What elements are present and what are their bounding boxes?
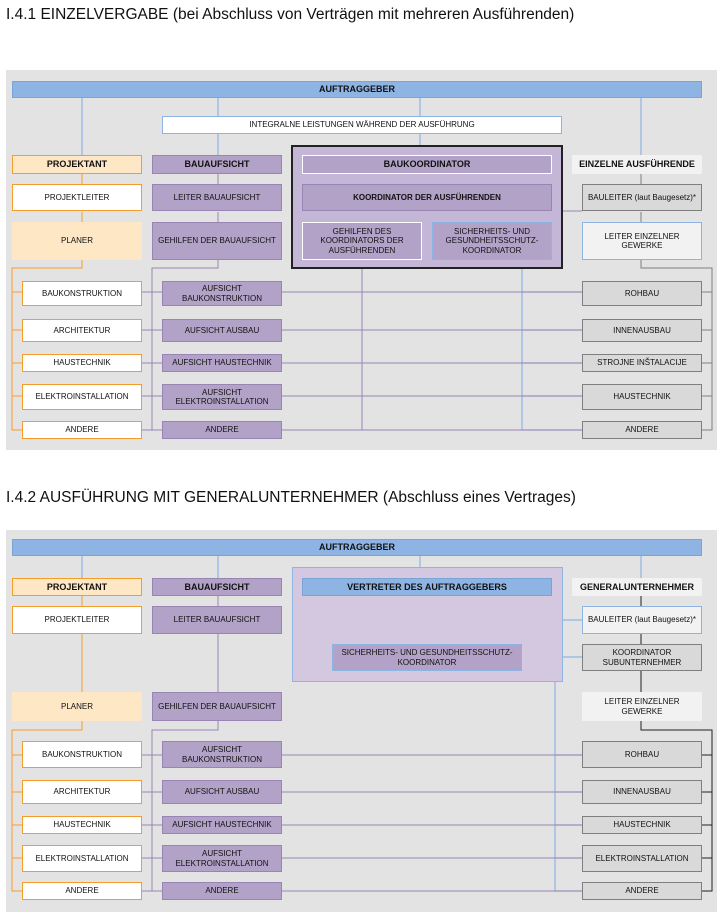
leiter-bauaufsicht-box-2: LEITER BAUAUFSICHT (152, 606, 282, 634)
gu-item-haustechnik: HAUSTECHNIK (582, 816, 702, 834)
gehilfen-koordinator-box: GEHILFEN DES KOORDINATORS DER AUSFÜHREND… (302, 222, 422, 260)
gehilfen-bauaufsicht-box: GEHILFEN DER BAUAUFSICHT (152, 222, 282, 260)
projektant-item-elektroinstallation: ELEKTROINSTALLATION (22, 384, 142, 410)
section2-heading: I.4.2 AUSFÜHRUNG MIT GENERALUNTERNEHMER … (6, 489, 576, 506)
sicherheit-koordinator-box-2: SICHERHEITS- UND GESUNDHEITSSCHUTZ-KOORD… (332, 644, 522, 671)
baukoordinator-header: BAUKOORDINATOR (302, 155, 552, 174)
sicherheit-koordinator-box: SICHERHEITS- UND GESUNDHEITSSCHUTZ-KOORD… (432, 222, 552, 260)
vertreter-header: VERTRETER DES AUFTRAGGEBERS (302, 578, 552, 596)
bauaufsicht-header-2: BAUAUFSICHT (152, 578, 282, 596)
projektant-header: PROJEKTANT (12, 155, 142, 174)
bauaufsicht-header: BAUAUFSICHT (152, 155, 282, 174)
leiter-gewerke-box: LEITER EINZELNER GEWERKE (582, 222, 702, 260)
planer-box-2: PLANER (12, 692, 142, 721)
ausfuehrende-item-andere: ANDERE (582, 421, 702, 439)
koordinator-ausfuehrende-box: KOORDINATOR DER AUSFÜHRENDEN (302, 184, 552, 211)
generalunternehmer-header: GENERALUNTERNEHMER (572, 578, 702, 596)
bauaufsicht-item-baukonstruktion: AUFSICHT BAUKONSTRUKTION (162, 281, 282, 306)
bauaufsicht-item-elektroinstallation: AUFSICHT ELEKTROINSTALLATION (162, 384, 282, 410)
gu-item-elektroinstallation: ELEKTROINSTALLATION (582, 845, 702, 872)
leiter-gewerke-box-2: LEITER EINZELNER GEWERKE (582, 692, 702, 721)
projektant-item-architektur-2: ARCHITEKTUR (22, 780, 142, 804)
ausfuehrende-item-strojne: STROJNE INŠTALACIJE (582, 354, 702, 372)
gu-item-innenausbau: INNENAUSBAU (582, 780, 702, 804)
integral-services-box: INTEGRALNE LEISTUNGEN WÄHREND DER AUSFÜH… (162, 116, 562, 134)
bauaufsicht-item-haustechnik-2: AUFSICHT HAUSTECHNIK (162, 816, 282, 834)
projektant-header-2: PROJEKTANT (12, 578, 142, 596)
bauaufsicht-item-andere: ANDERE (162, 421, 282, 439)
bauleiter-box-2: BAULEITER (laut Baugesetz)* (582, 606, 702, 634)
client-bar: AUFTRAGGEBER (12, 81, 702, 98)
gu-item-rohbau: ROHBAU (582, 741, 702, 768)
client-bar-2: AUFTRAGGEBER (12, 539, 702, 556)
projektant-item-andere-2: ANDERE (22, 882, 142, 900)
projektant-item-haustechnik-2: HAUSTECHNIK (22, 816, 142, 834)
projektleiter-box-2: PROJEKTLEITER (12, 606, 142, 634)
ausfuehrende-header: EINZELNE AUSFÜHRENDE (572, 155, 702, 174)
ausfuehrende-item-innenausbau: INNENAUSBAU (582, 319, 702, 342)
ausfuehrende-item-rohbau: ROHBAU (582, 281, 702, 306)
bauaufsicht-item-haustechnik: AUFSICHT HAUSTECHNIK (162, 354, 282, 372)
projektant-item-baukonstruktion-2: BAUKONSTRUKTION (22, 741, 142, 768)
bauaufsicht-item-ausbau: AUFSICHT AUSBAU (162, 319, 282, 342)
gu-item-andere: ANDERE (582, 882, 702, 900)
leiter-bauaufsicht-box: LEITER BAUAUFSICHT (152, 184, 282, 211)
bauaufsicht-item-baukonstruktion-2: AUFSICHT BAUKONSTRUKTION (162, 741, 282, 768)
bauaufsicht-item-elektroinstallation-2: AUFSICHT ELEKTROINSTALLATION (162, 845, 282, 872)
projektant-item-haustechnik: HAUSTECHNIK (22, 354, 142, 372)
bauaufsicht-item-ausbau-2: AUFSICHT AUSBAU (162, 780, 282, 804)
projektant-item-andere: ANDERE (22, 421, 142, 439)
koordinator-subunternehmer-box: KOORDINATOR SUBUNTERNEHMER (582, 644, 702, 671)
projektant-item-architektur: ARCHITEKTUR (22, 319, 142, 342)
bauleiter-box: BAULEITER (laut Baugesetz)* (582, 184, 702, 211)
gehilfen-bauaufsicht-box-2: GEHILFEN DER BAUAUFSICHT (152, 692, 282, 721)
projektleiter-box: PROJEKTLEITER (12, 184, 142, 211)
planer-box: PLANER (12, 222, 142, 260)
section1-heading: I.4.1 EINZELVERGABE (bei Abschluss von V… (6, 6, 575, 23)
ausfuehrende-item-haustechnik: HAUSTECHNIK (582, 384, 702, 410)
projektant-item-baukonstruktion: BAUKONSTRUKTION (22, 281, 142, 306)
projektant-item-elektroinstallation-2: ELEKTROINSTALLATION (22, 845, 142, 872)
bauaufsicht-item-andere-2: ANDERE (162, 882, 282, 900)
